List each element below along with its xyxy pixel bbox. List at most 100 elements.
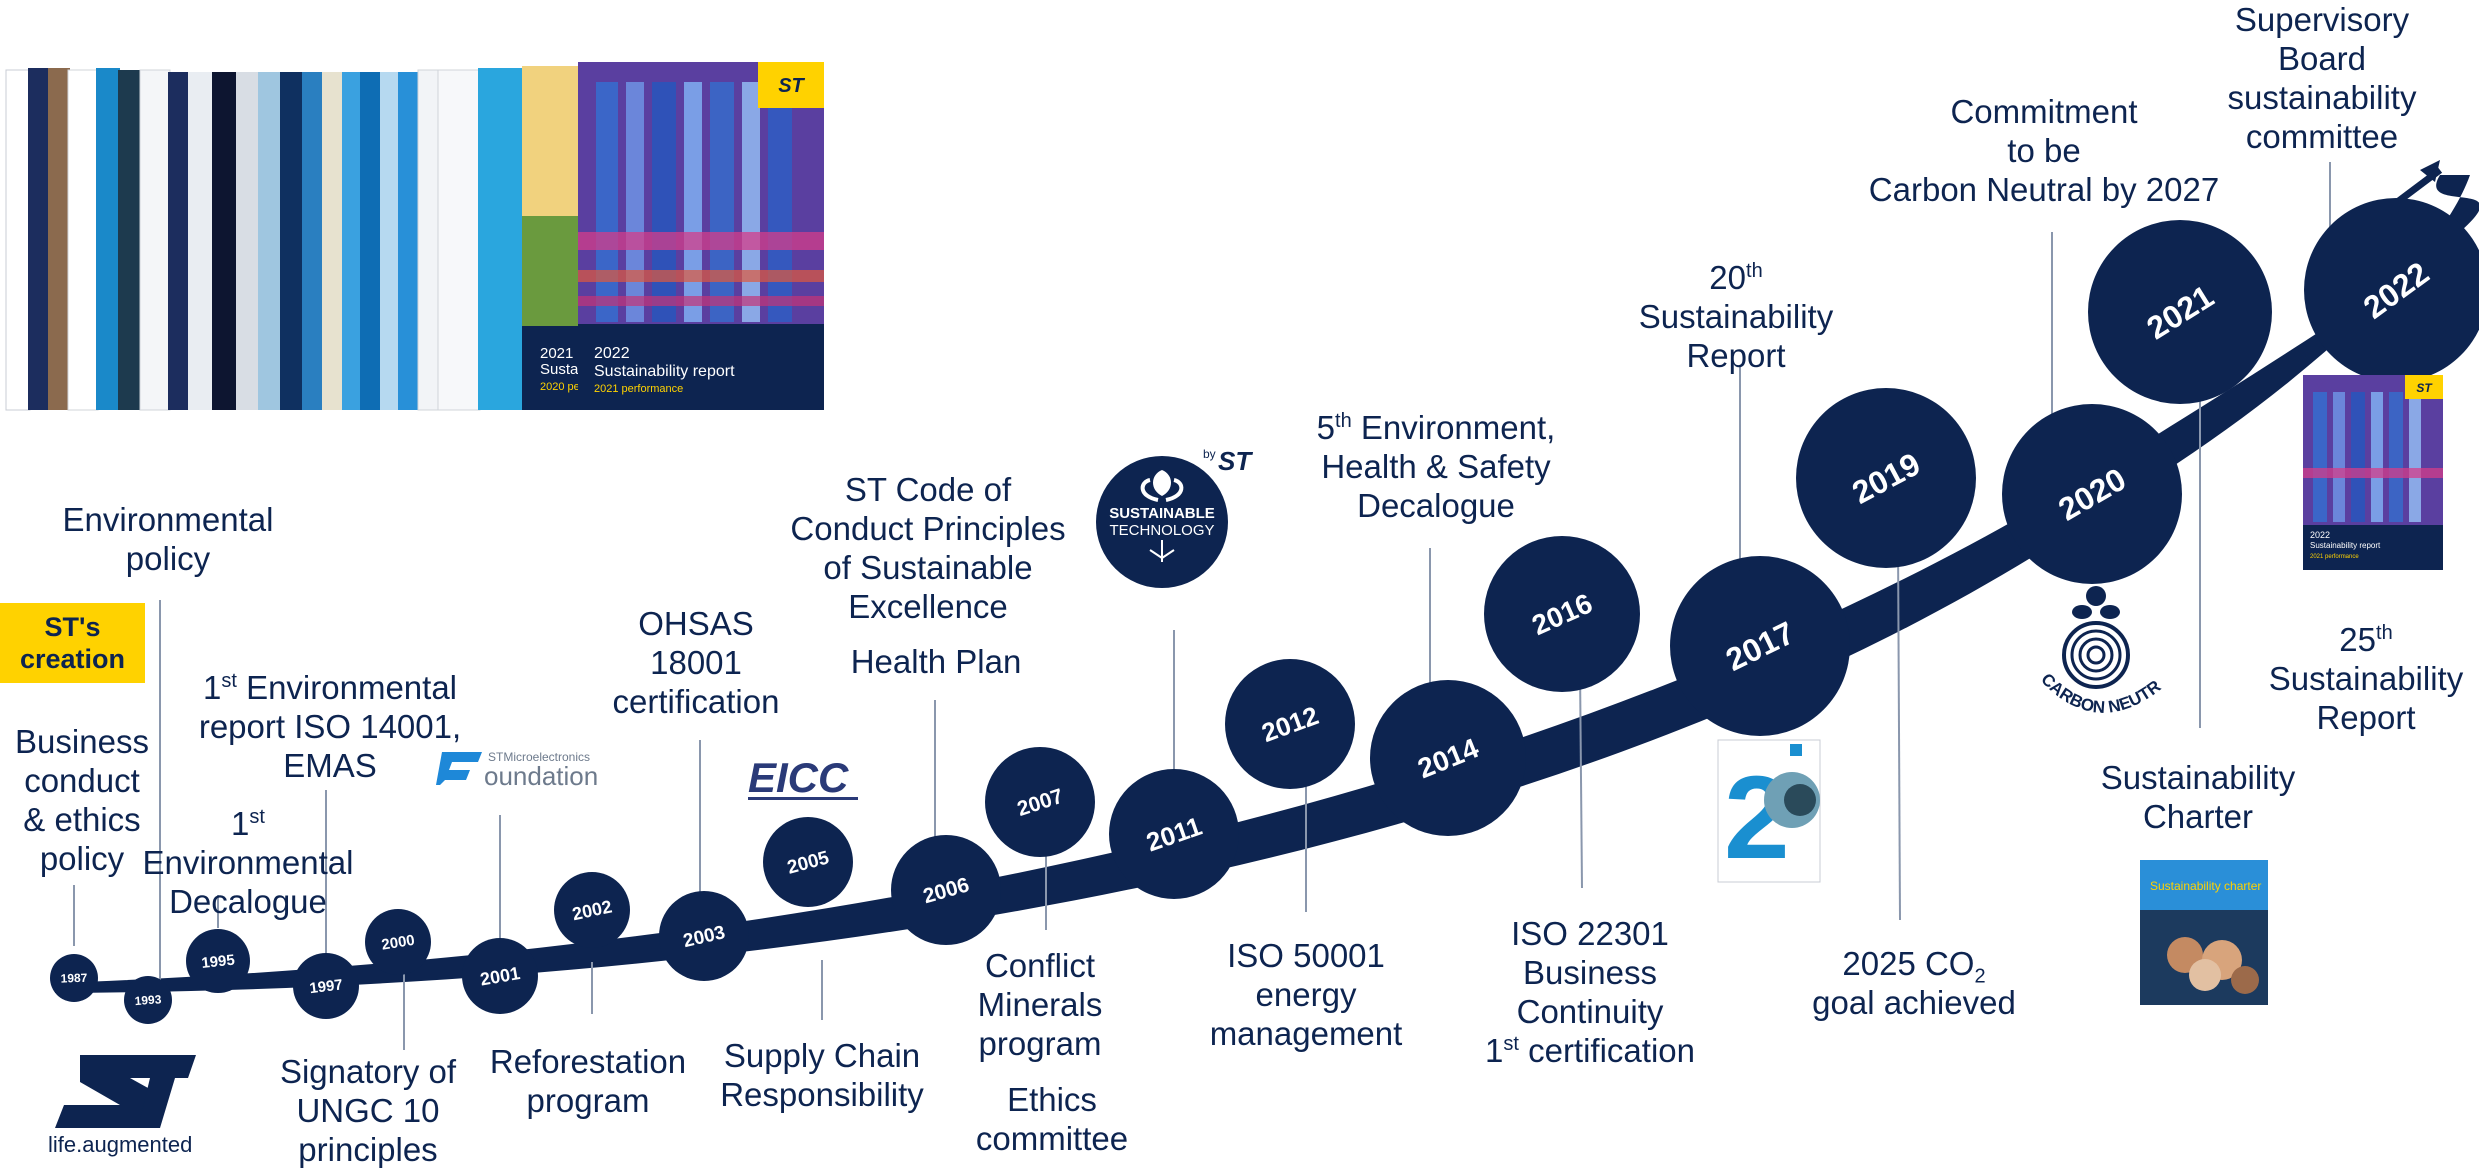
year-bubble-circle: [2304, 198, 2479, 382]
year-bubble-circle: [1796, 388, 1976, 568]
year-bubble-2007: 2007: [985, 747, 1095, 857]
year-bubble-2012: 2012: [1225, 659, 1355, 789]
sustainable-technology-badge: SUSTAINABLE TECHNOLOGY by ST: [1096, 446, 1253, 588]
year-bubble-2021: 2021: [2088, 220, 2272, 404]
charter-cover-title: Sustainability charter: [2150, 879, 2261, 893]
cover-2022-subtitle: 2021 performance: [594, 383, 683, 395]
year-bubble-2001: 2001: [462, 938, 538, 1014]
cover-2021-year: 2021: [540, 345, 573, 362]
year-bubble-circle: [985, 747, 1095, 857]
report25-cover-title: Sustainability report: [2310, 541, 2381, 550]
year-bubble-circle: [1109, 769, 1239, 899]
year-bubble-circle: [1225, 659, 1355, 789]
year-bubble-label: 2000: [380, 932, 416, 954]
report25-cover-perf: 2021 performance: [2310, 554, 2359, 560]
year-bubble-2020: 2020: [2002, 404, 2182, 584]
year-bubble-label: 1995: [201, 952, 236, 972]
year-bubble-label: 1987: [60, 971, 87, 986]
year-bubble-2019: 2019: [1796, 388, 1976, 568]
year-bubble-circle: [763, 817, 853, 907]
year-bubble-2005: 2005: [763, 817, 853, 907]
year-bubble-circle: [293, 953, 359, 1019]
year-bubble-circle: [659, 891, 749, 981]
year-bubble-2014: 2014: [1370, 680, 1526, 836]
cover-2022-year: 2022: [594, 345, 630, 362]
year-bubble-label: 1993: [134, 992, 162, 1008]
st-mini-logo: ST: [778, 75, 805, 97]
year-bubble-circle: [365, 909, 431, 975]
year-bubble-1995: 1995: [186, 929, 250, 993]
cover-2021-subtitle: 2020 pe: [540, 381, 580, 393]
year-bubble-circle: [891, 835, 1001, 945]
year-bubble-2006: 2006: [891, 835, 1001, 945]
year-bubble-circle: [2002, 404, 2182, 584]
label-environmental-report: 1st Environmental report ISO 14001,EMAS: [198, 669, 462, 784]
foundation-company: STMicroelectronics: [488, 750, 590, 764]
year-bubble-2022: 2022: [2304, 198, 2479, 382]
year-bubble-circle: [1484, 536, 1640, 692]
st-creation-badge: ST's creation: [0, 603, 145, 683]
year-bubble-2011: 2011: [1109, 769, 1239, 899]
connector-lines: [73, 162, 2331, 1050]
year-bubble-2017: 2017: [1670, 556, 1850, 736]
year-bubble-circle: [50, 954, 98, 1002]
sustainable-tech-line1: SUSTAINABLE: [1109, 505, 1215, 522]
year-bubble-1997: 1997: [293, 953, 359, 1019]
year-bubble-circle: [462, 938, 538, 1014]
year-bubble-circle: [1370, 680, 1526, 836]
report25-cover: ST 2022 Sustainability report 2021 perfo…: [2303, 375, 2443, 570]
sustainable-tech-by: by: [1203, 447, 1216, 461]
eicc-logo: EICC: [748, 754, 858, 801]
year-bubble-circle: [2088, 220, 2272, 404]
report20-cover: 2: [1717, 739, 1821, 884]
report-covers-collage: 2021 Susta 2020 pe ST 2022 Sustainabilit…: [5, 62, 824, 411]
year-bubble-2002: 2002: [554, 872, 630, 948]
year-bubble-1987: 1987: [50, 954, 98, 1002]
report25-cover-year: 2022: [2310, 530, 2330, 540]
year-bubble-label: 1997: [308, 976, 343, 997]
timeline-band: [55, 175, 2479, 993]
svg-text:ST: ST: [2416, 381, 2433, 395]
year-bubble-2000: 2000: [365, 909, 431, 975]
st-logo: life.augmented: [48, 1055, 196, 1157]
cover-2021-title: Susta: [540, 361, 579, 378]
charter-cover: Sustainability charter: [2140, 860, 2268, 1005]
eicc-text: EICC: [748, 754, 849, 801]
label-co2-goal: 2025 CO2 goal achieved: [1812, 945, 2016, 1021]
year-bubble-2003: 2003: [659, 891, 749, 981]
st-tagline: life.augmented: [48, 1132, 192, 1157]
year-bubble-circle: [124, 976, 172, 1024]
st-small-logo: ST: [1218, 446, 1253, 476]
year-bubble-1993: 1993: [124, 976, 172, 1024]
year-bubble-circle: [1670, 556, 1850, 736]
year-bubble-circle: [186, 929, 250, 993]
sustainable-tech-line2: TECHNOLOGY: [1109, 522, 1214, 539]
st-foundation-logo: STMicroelectronics oundation: [436, 750, 598, 791]
year-bubble-2016: 2016: [1484, 536, 1640, 692]
connector-line: [1579, 667, 1583, 889]
label-health-plan: Health Plan: [850, 643, 1022, 680]
cover-2022-title: Sustainability report: [594, 363, 735, 380]
year-bubble-circle: [554, 872, 630, 948]
